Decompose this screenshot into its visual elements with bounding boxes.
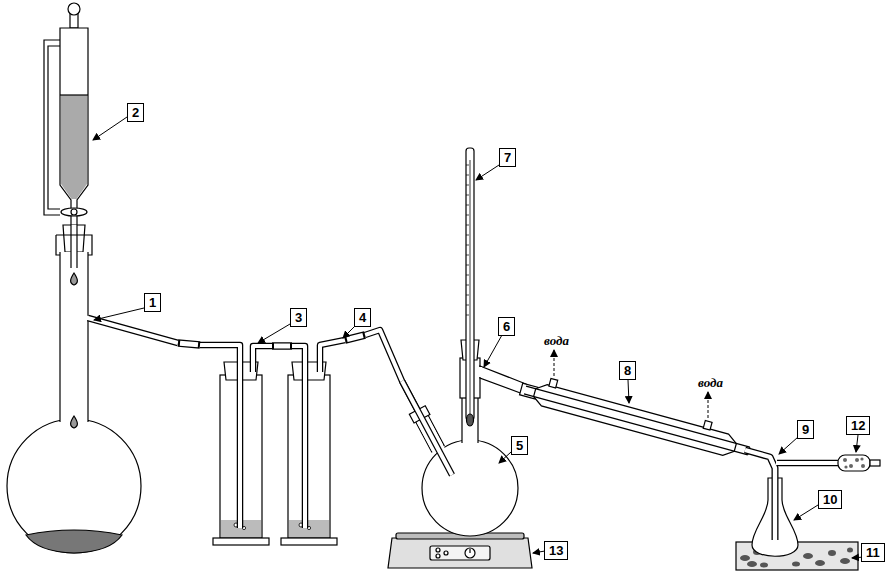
- thermometer: [466, 148, 474, 426]
- gas-generator-flask: [7, 235, 141, 553]
- dropping-funnel: [44, 3, 88, 268]
- wash-bottles: [213, 362, 337, 545]
- water-label: вода: [543, 333, 570, 348]
- callout-number: 3: [290, 308, 307, 327]
- callout-number: 1: [144, 293, 161, 312]
- glass-tubing: [86, 318, 452, 529]
- callout-number: 2: [127, 103, 144, 122]
- callout-number: 4: [354, 308, 371, 327]
- callout-number: 5: [511, 436, 528, 455]
- callout-number: 10: [818, 490, 842, 509]
- callout-number: 11: [861, 543, 885, 562]
- callout-number: 8: [619, 361, 636, 380]
- water-label: вода: [697, 375, 724, 390]
- callout-number: 7: [499, 148, 516, 167]
- callout-number: 9: [797, 420, 814, 439]
- water-flow-arrows: [554, 350, 708, 418]
- callout-number: 6: [498, 317, 515, 336]
- receiver-assembly: [745, 450, 880, 556]
- callout-number: 13: [544, 541, 568, 560]
- leader-lines: [93, 117, 864, 558]
- heating-mantle: [388, 533, 532, 568]
- condenser: [518, 372, 753, 462]
- reaction-flask: [402, 381, 518, 536]
- callout-number: 12: [846, 416, 870, 435]
